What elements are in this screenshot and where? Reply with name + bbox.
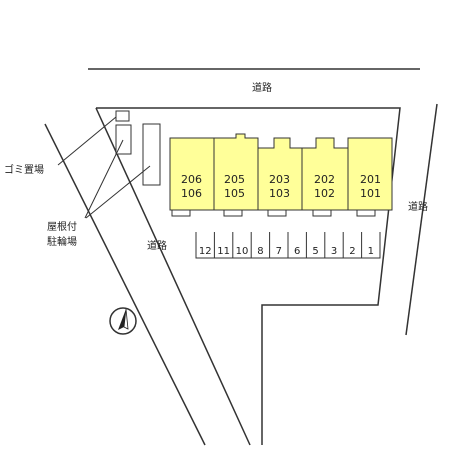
unit-lower-number: 106	[181, 187, 202, 200]
garbage-leader	[57, 116, 117, 166]
entrance-step	[267, 209, 287, 217]
bike-shed-2	[142, 123, 161, 186]
unit-201-101: 201 101	[347, 137, 393, 211]
garbage-label: ゴミ置場	[4, 163, 44, 176]
parking-space-6: 6	[294, 246, 300, 257]
unit-upper-number: 203	[269, 173, 290, 186]
entrance-step	[171, 209, 191, 217]
unit-upper-number: 205	[224, 173, 245, 186]
parking-space-10: 10	[236, 246, 249, 257]
road-top-label: 道路	[252, 81, 272, 94]
parking-space-1: 1	[368, 246, 374, 257]
unit-206-106: 206 106	[169, 137, 215, 211]
road-diagonal-label: 道路	[147, 239, 167, 252]
bike-leader-2	[85, 165, 151, 219]
parking-space-3: 3	[331, 246, 337, 257]
garbage-area	[115, 110, 130, 122]
parking-space-5: 5	[312, 246, 318, 257]
bike-label-line1: 屋根付	[47, 220, 77, 233]
parking-space-7: 7	[276, 246, 282, 257]
unit-lower-number: 105	[224, 187, 245, 200]
bike-label-line2: 駐輪場	[47, 235, 77, 248]
unit-lower-number: 102	[314, 187, 335, 200]
parking-space-11: 11	[217, 246, 230, 257]
unit-upper-number: 201	[360, 173, 381, 186]
parking-space-2: 2	[349, 246, 355, 257]
entrance-step	[356, 209, 376, 217]
parking-space-12: 12	[199, 246, 212, 257]
building: 206 106 205 105 203 103 202 102 201 101	[169, 133, 393, 211]
unit-203-103: 203 103	[257, 137, 303, 211]
entrance-step	[223, 209, 243, 217]
north-arrow-icon	[109, 307, 137, 335]
bike-leader-1	[84, 139, 124, 219]
unit-lower-number: 103	[269, 187, 290, 200]
parking-space-8: 8	[257, 246, 263, 257]
unit-upper-number: 206	[181, 173, 202, 186]
lot-boundary	[96, 107, 401, 445]
entrances	[171, 209, 376, 217]
road-right-line	[405, 103, 438, 336]
unit-upper-number: 202	[314, 173, 335, 186]
unit-202-102: 202 102	[301, 137, 349, 211]
entrance-step	[312, 209, 332, 217]
road-diagonal-line	[44, 123, 206, 446]
unit-205-105: 205 105	[213, 133, 259, 211]
parking-lot: 12 11 10 8 7 6 5 3 2 1	[195, 232, 381, 259]
road-right-label: 道路	[408, 200, 428, 213]
lot-boundary-left	[95, 107, 251, 446]
unit-lower-number: 101	[360, 187, 381, 200]
